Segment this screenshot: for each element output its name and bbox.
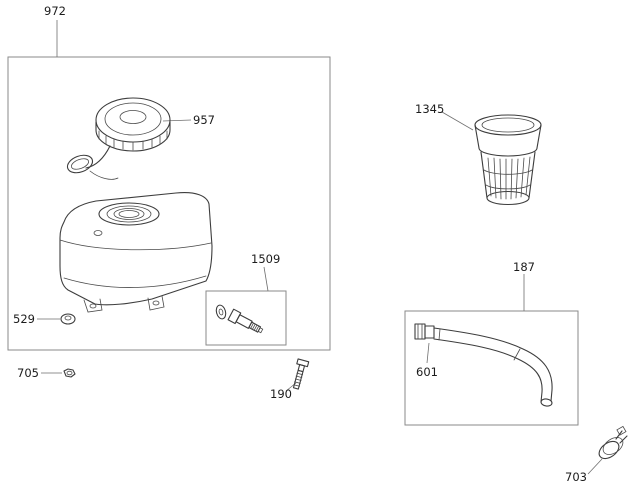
- label-fuel-cap: 957: [193, 113, 215, 127]
- tank-bottom-crease: [63, 275, 207, 288]
- nut-drawing: [63, 368, 76, 378]
- tank-mount-tab-left: [83, 298, 103, 313]
- label-valve-kit: 1509: [251, 252, 280, 266]
- bushing-drawing: [60, 313, 76, 325]
- fuel-tank-drawing: [59, 192, 213, 313]
- label-bushing: 529: [13, 312, 35, 326]
- cap-tether-wire: [85, 145, 111, 169]
- cap-knurl-ribs: [98, 130, 168, 151]
- leader-lines: [37, 20, 603, 475]
- bolt-drawing: [292, 358, 310, 390]
- fuel-line-box: [404, 310, 579, 426]
- hose-clamp-drawing: [598, 425, 628, 460]
- label-tank-assembly: 972: [44, 4, 66, 18]
- valve-kit-drawing: [215, 304, 264, 334]
- filter-cup-drawing: [474, 114, 542, 206]
- label-nut: 705: [17, 366, 39, 380]
- fuel-pipe-drawing: [414, 323, 553, 407]
- tank-vent-hole: [93, 230, 103, 236]
- valve-kit-box: [205, 290, 287, 346]
- label-filter-cup: 1345: [415, 102, 444, 116]
- label-bolt: 190: [270, 387, 292, 401]
- label-fuel-line: 187: [513, 260, 535, 274]
- label-pipe-fitting: 601: [416, 365, 438, 379]
- tank-top-edge: [59, 239, 212, 251]
- tank-mount-tab-right: [147, 295, 165, 311]
- pipe-fitting: [414, 323, 426, 340]
- filter-mesh-lines: [487, 156, 531, 200]
- label-hose-clamp: 703: [565, 470, 587, 484]
- tank-assembly-box: [7, 56, 331, 351]
- tank-filler-neck: [98, 202, 160, 226]
- fuel-cap-drawing: [66, 97, 171, 180]
